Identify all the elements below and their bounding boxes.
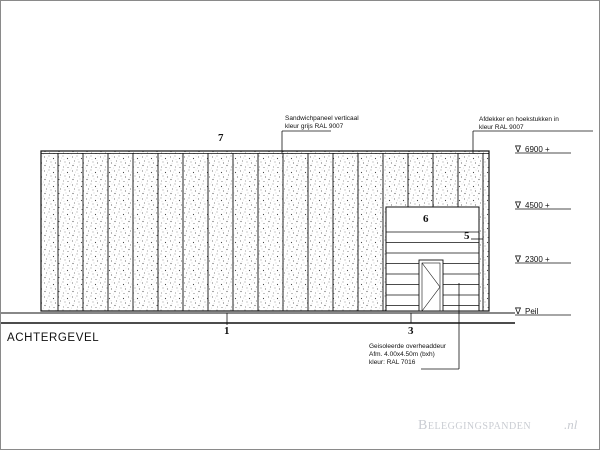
panel-seams: [57, 153, 484, 311]
door-note-line1: Geisoleerde overheaddeur: [369, 343, 447, 350]
door-note-line2: Afm. 4.00x4.50m (bxh): [369, 351, 435, 358]
afdekker-note-line1: Afdekker en hoekstukken in: [479, 116, 559, 123]
sandwich-note-line1: Sandwichpaneel verticaal: [285, 115, 359, 122]
marker-1: 1: [224, 325, 230, 337]
marker-3: 3: [408, 325, 414, 337]
wicket-door-hinge-mark: [421, 262, 441, 312]
marker-5: 5: [464, 230, 470, 242]
level-2300-symbol: ∇: [514, 254, 522, 264]
level-6900-symbol: ∇: [514, 144, 522, 154]
level-2300-label: 2300 +: [525, 255, 550, 264]
door-note-line3: kleur: RAL 7016: [369, 359, 416, 366]
level-4500-symbol: ∇: [514, 200, 522, 210]
marker-7: 7: [218, 132, 224, 144]
level-peil-label: Peil: [525, 307, 539, 316]
wicket-door: [418, 259, 444, 312]
watermark-logo: Beleggingspanden: [418, 418, 531, 433]
sandwich-note-line2: kleur grijs RAL 9007: [285, 123, 344, 130]
view-title: ACHTERGEVEL: [7, 332, 99, 344]
marker-6: 6: [423, 213, 429, 225]
level-peil-symbol: ∇: [514, 306, 522, 316]
level-4500-label: 4500 +: [525, 201, 550, 210]
level-6900-label: 6900 +: [525, 145, 550, 154]
leader-lines: [226, 130, 593, 370]
wicket-door-frame: [418, 259, 444, 312]
afdekker-note-line2: kleur RAL 9007: [479, 124, 524, 131]
overhead-door: [385, 206, 480, 312]
level-markers: ∇ 6900 + ∇ 4500 + ∇ 2300 + ∇ Peil: [514, 144, 571, 316]
watermark-suffix: .nl: [564, 417, 578, 432]
